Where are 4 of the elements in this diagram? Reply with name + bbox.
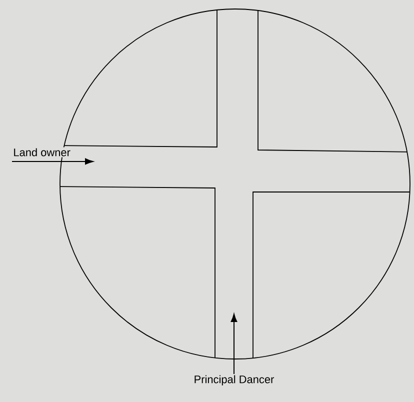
text-label: Land owner bbox=[12, 147, 72, 158]
arrow bbox=[230, 314, 238, 374]
text-label: Principal Dancer bbox=[192, 374, 276, 386]
arrow bbox=[12, 158, 94, 165]
